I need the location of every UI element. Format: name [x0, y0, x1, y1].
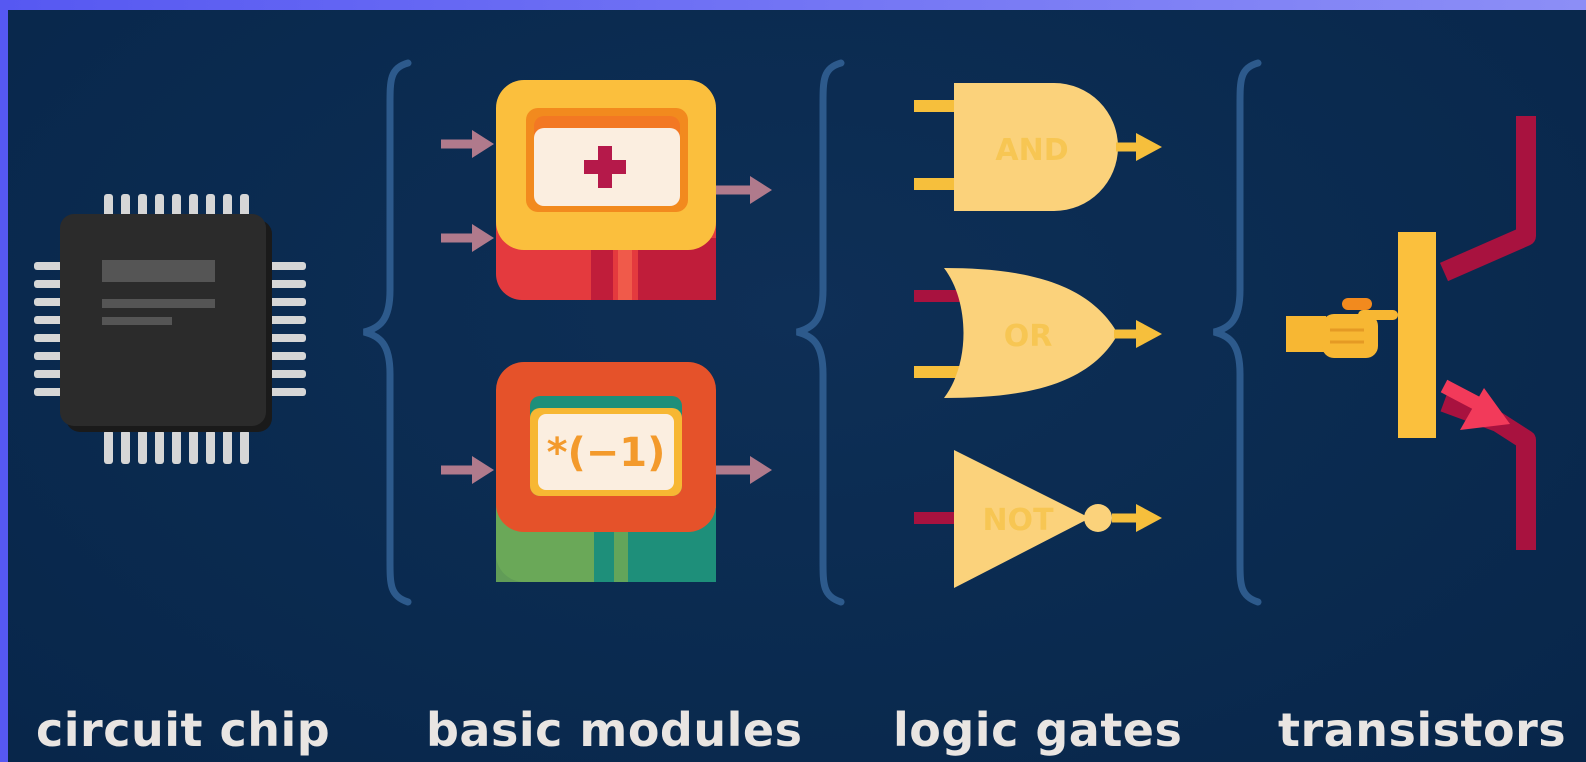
brace-1: [363, 59, 412, 606]
caption-transistors: transistors: [1278, 703, 1567, 757]
microchip-icon: [34, 194, 306, 464]
transistor-icon: [1398, 116, 1536, 550]
negate-label: *(−1): [547, 430, 666, 476]
not-label: NOT: [982, 503, 1054, 538]
pointing-hand-icon: [1286, 298, 1398, 358]
and-label: AND: [995, 133, 1068, 168]
hierarchy-diagram: *(−1) AND OR: [34, 59, 1536, 606]
negate-module: *(−1): [441, 362, 772, 582]
not-gate: NOT: [914, 450, 1162, 588]
caption-logic-gates: logic gates: [893, 703, 1183, 757]
or-gate: OR: [914, 268, 1162, 398]
caption-circuit-chip: circuit chip: [36, 703, 331, 757]
caption-basic-modules: basic modules: [426, 703, 803, 757]
adder-module: [441, 80, 772, 300]
diagram-stage: *(−1) AND OR: [8, 10, 1586, 762]
brace-2: [796, 59, 845, 606]
or-label: OR: [1004, 319, 1053, 354]
and-gate: AND: [914, 83, 1162, 211]
brace-3: [1213, 59, 1262, 606]
